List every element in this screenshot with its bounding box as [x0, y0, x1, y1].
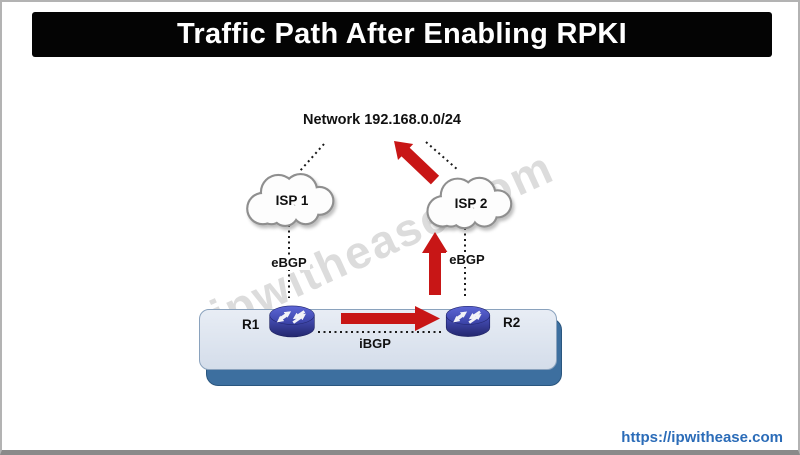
title-bar: Traffic Path After Enabling RPKI	[32, 12, 772, 57]
link-network-isp2	[425, 141, 459, 171]
cloud-icon	[426, 176, 513, 230]
traffic-arrow-r2-to-isp2	[422, 232, 448, 295]
r1-label: R1	[242, 317, 260, 332]
cloud-icon	[246, 173, 335, 227]
isp2-cloud: ISP 2	[421, 173, 521, 233]
traffic-arrow-r1-to-r2	[341, 306, 440, 331]
link-network-isp1	[298, 143, 325, 173]
network-label: Network 192.168.0.0/24	[303, 112, 461, 128]
r2-label: R2	[503, 315, 521, 330]
ebgp-right-label: eBGP	[446, 252, 488, 267]
traffic-arrow-isp2-to-network	[394, 141, 440, 185]
router-r1	[261, 295, 323, 349]
ibgp-label: iBGP	[359, 336, 391, 351]
isp1-cloud: ISP 1	[240, 170, 344, 230]
page-title: Traffic Path After Enabling RPKI	[176, 18, 628, 50]
router-r2	[437, 296, 499, 348]
router-icon	[445, 305, 491, 337]
ebgp-left-label: eBGP	[268, 255, 310, 270]
router-icon	[269, 305, 315, 338]
isp1-label: ISP 1	[275, 193, 309, 208]
isp2-label: ISP 2	[454, 196, 488, 211]
footer-url-link[interactable]: https://ipwithease.com	[621, 429, 783, 446]
